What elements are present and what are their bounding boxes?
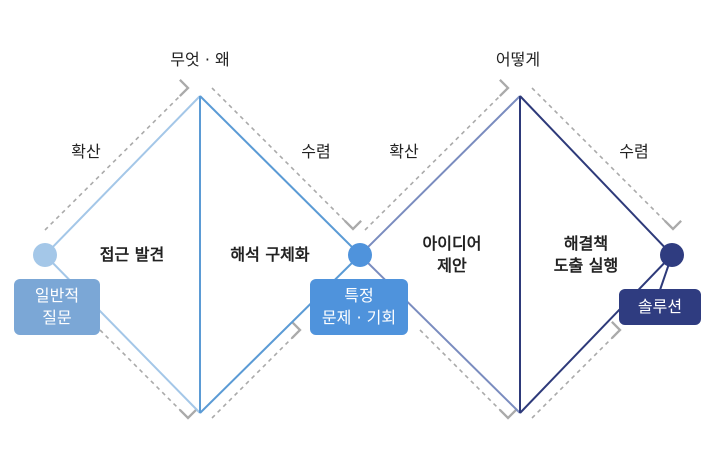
stage-specification: 해석 구체화	[230, 244, 309, 266]
diamond-2-bottom-right	[519, 254, 673, 414]
badge-specific-problem-line-2: 문제 · 기회	[321, 308, 397, 327]
badge-solution: 솔루션	[619, 289, 701, 325]
badge-general-question: 일반적 질문	[14, 279, 100, 335]
badge-general-question-line-2: 질문	[42, 308, 72, 327]
dashed-arrow-converge-2	[531, 87, 682, 231]
node-start	[33, 243, 57, 267]
label-how: 어떻게	[495, 50, 541, 69]
stage-execution: 해결책 도출 실행	[554, 233, 618, 277]
label-what-why: 무엇 · 왜	[170, 50, 230, 69]
dashed-arrow-bottom-2	[211, 321, 302, 419]
stage-discovery: 접근 발견	[100, 244, 164, 266]
stage-ideation: 아이디어 제안	[423, 233, 482, 277]
dashed-arrow-bottom-4	[531, 321, 622, 419]
diamond-2-top-left	[359, 95, 521, 256]
label-converge-2: 수렴	[619, 142, 649, 161]
label-converge-1: 수렴	[301, 142, 331, 161]
stage-ideation-line-2: 제안	[437, 256, 467, 275]
badge-general-question-line-1: 일반적	[34, 286, 80, 305]
node-end	[660, 243, 684, 267]
dashed-arrow-converge-1	[211, 87, 362, 231]
stage-discovery-line: 접근 발견	[99, 245, 165, 264]
dashed-arrow-diverge-1	[44, 79, 190, 231]
stage-ideation-line-1: 아이디어	[422, 234, 482, 253]
node-middle	[348, 243, 372, 267]
stage-specification-line: 해석 구체화	[230, 245, 310, 264]
badge-specific-problem-line-1: 특정	[344, 286, 374, 305]
diamond-1-top-right	[199, 95, 361, 256]
stage-execution-line-1: 해결책	[563, 234, 609, 253]
label-diverge-1: 확산	[71, 142, 101, 161]
badge-specific-problem: 특정 문제 · 기회	[310, 279, 408, 335]
badge-solution-label: 솔루션	[637, 297, 683, 316]
dashed-arrow-bottom-3	[419, 329, 517, 420]
diamond-2-top-right	[519, 95, 673, 256]
dashed-arrow-bottom-1	[99, 329, 197, 420]
diamond-1-top-left	[44, 95, 201, 256]
label-diverge-2: 확산	[389, 142, 419, 161]
dashed-arrow-diverge-2	[364, 79, 510, 231]
stage-execution-line-2: 도출 실행	[553, 256, 619, 275]
